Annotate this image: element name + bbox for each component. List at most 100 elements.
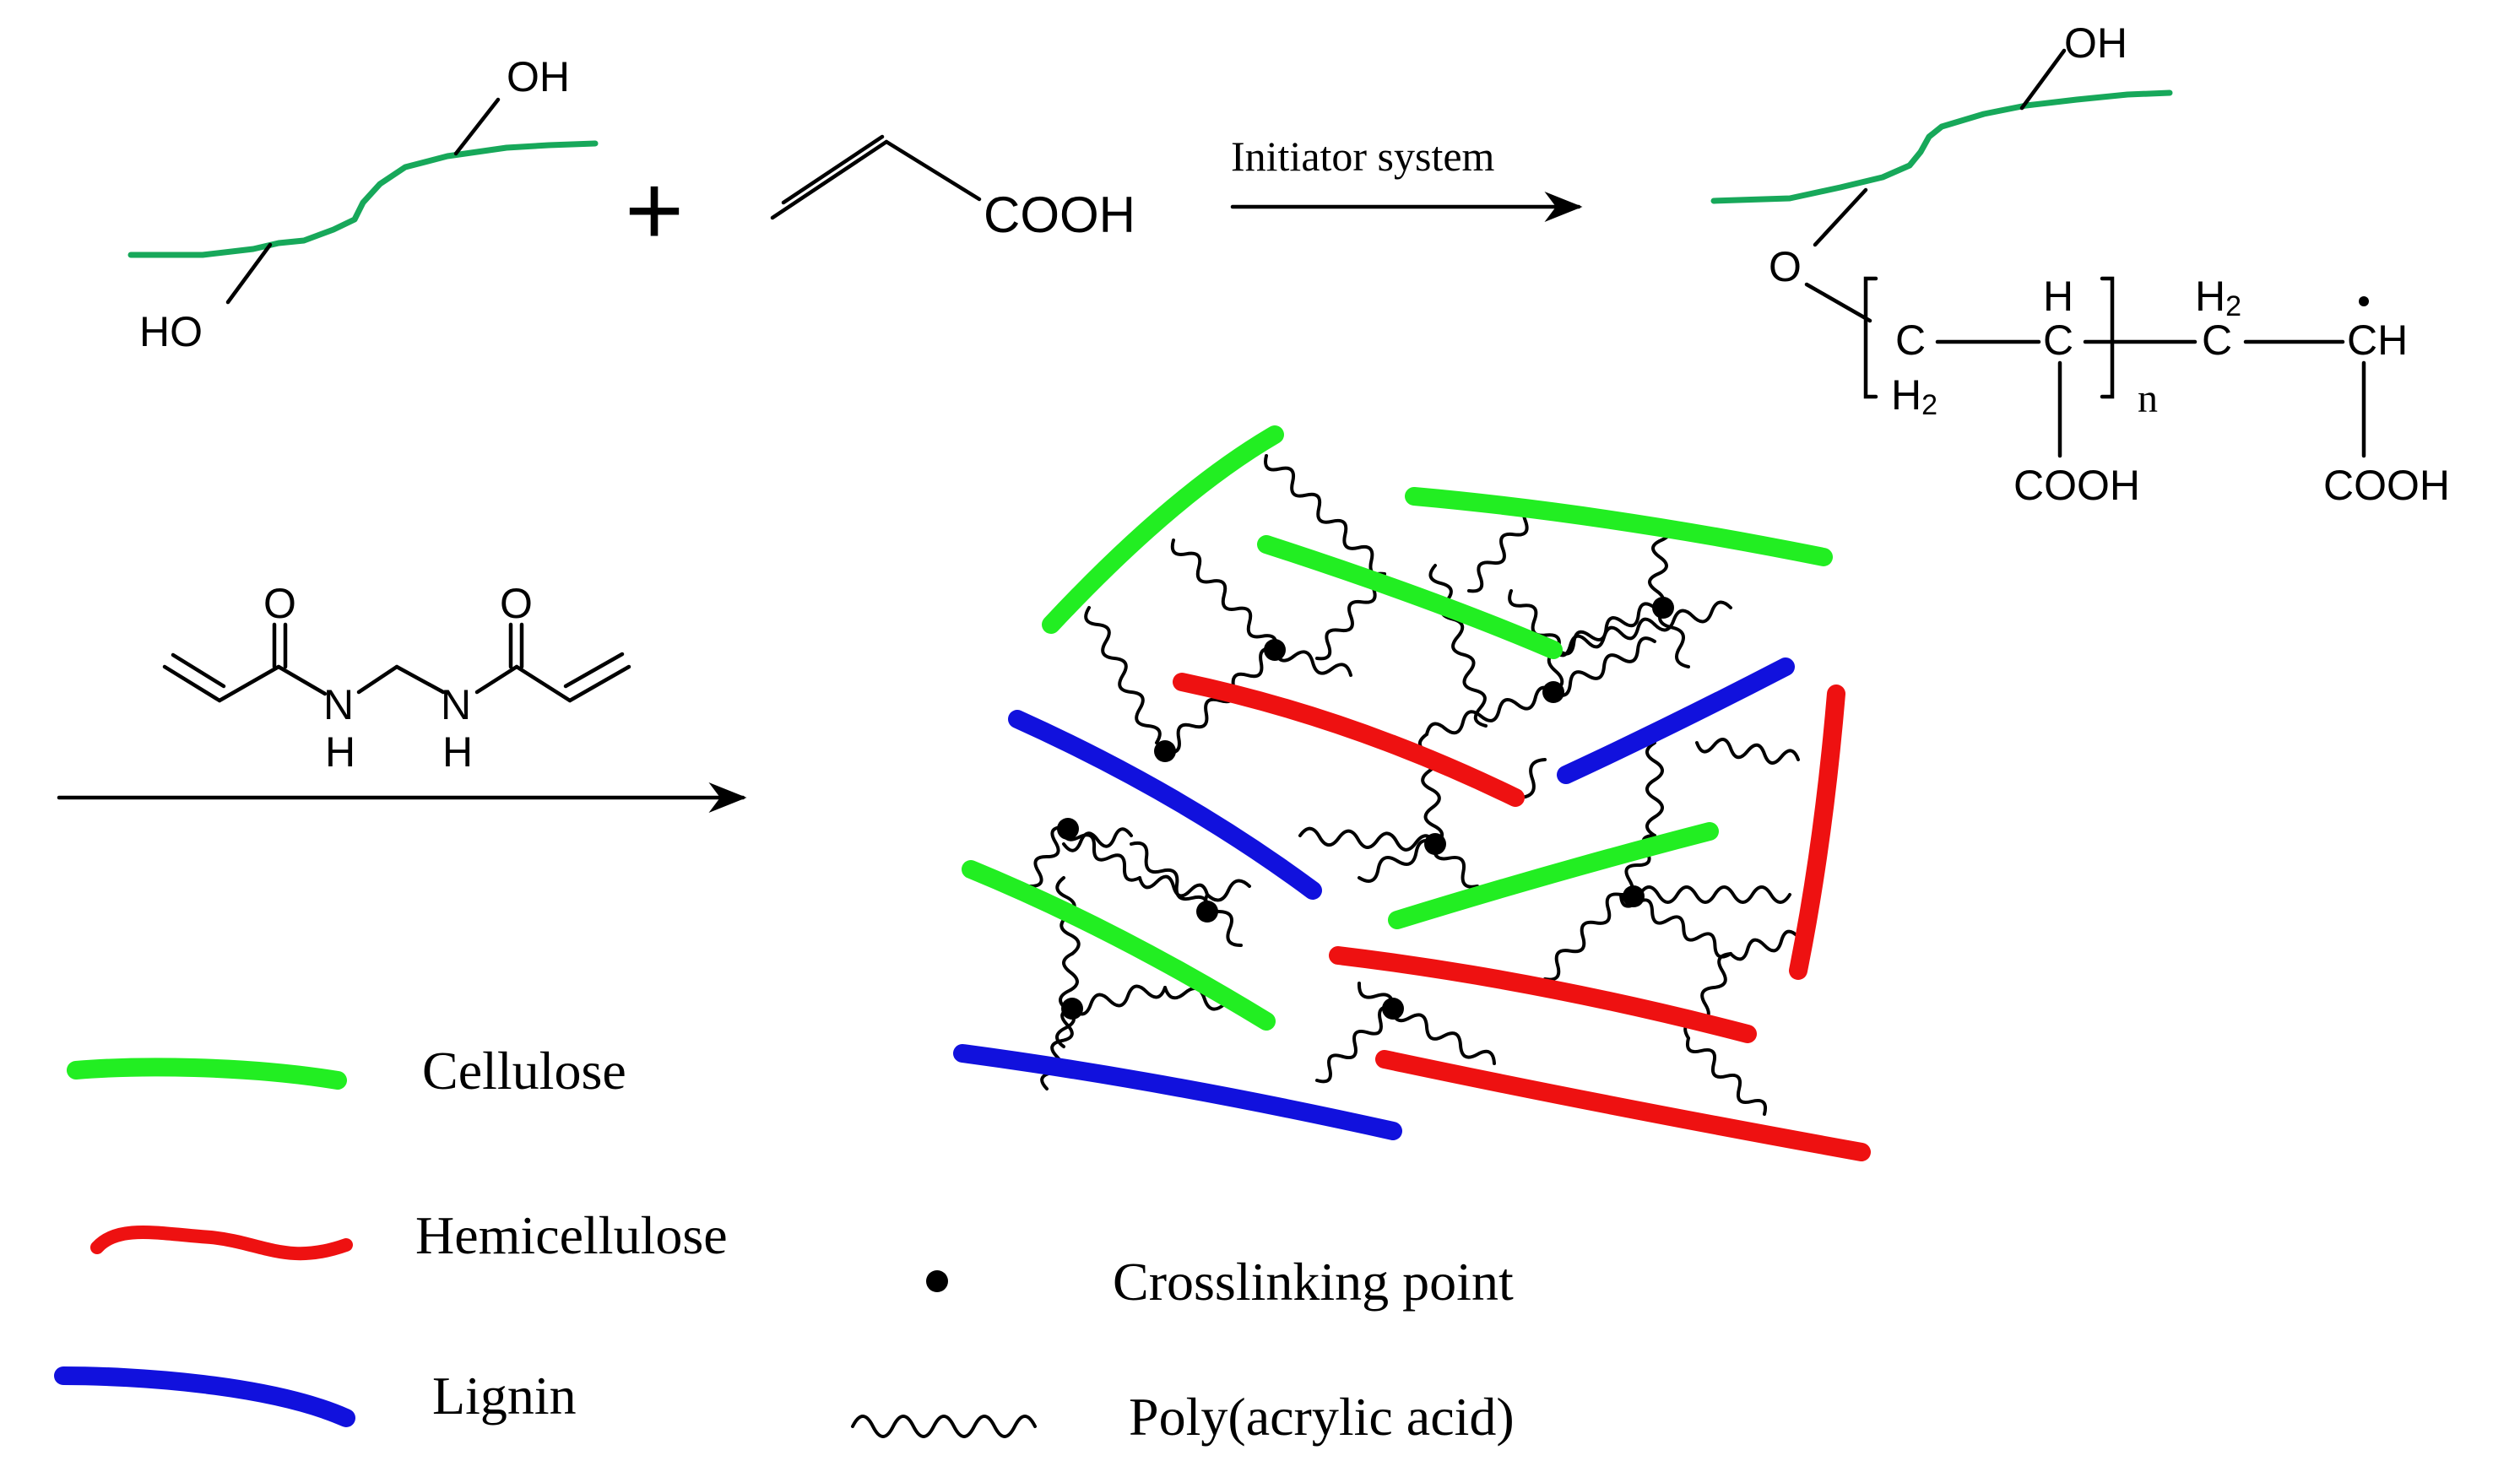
cellulose-chain-product	[1710, 89, 2173, 204]
c1-h2-label: H2	[1891, 371, 1937, 421]
lignin-fiber	[1557, 657, 1795, 784]
mba-vinyl-right-inner	[563, 652, 625, 689]
mba-bond-l3	[356, 664, 399, 695]
ho-bottom-label: HO	[139, 308, 203, 355]
c3-h-glyph: H	[2195, 273, 2225, 320]
lignin-fiber	[953, 1044, 1402, 1140]
legend-hemicellulose-swatch	[90, 1226, 353, 1261]
cellulose-fiber	[1388, 822, 1719, 929]
paa-chain	[1061, 825, 1141, 882]
c1-h-glyph: H	[1891, 371, 1921, 419]
crosslinking-point	[1061, 998, 1083, 1020]
repeat-bracket-right	[2100, 276, 2115, 399]
paa-chain	[1518, 758, 1547, 799]
paa-chain	[1508, 589, 1561, 652]
legend-cellulose-label: Cellulose	[422, 1041, 626, 1101]
legend-lignin-label: Lignin	[432, 1366, 577, 1426]
hemicellulose-fiber	[1173, 673, 1525, 807]
cooh-right-label: COOH	[2323, 462, 2450, 509]
paa-chain	[1552, 617, 1656, 657]
paa-chain	[1315, 1005, 1395, 1084]
hydrogel-network	[953, 425, 1871, 1161]
paa-chain	[1552, 636, 1656, 697]
crosslinking-point	[1196, 901, 1218, 923]
paa-chain	[1556, 602, 1656, 656]
paa-chain	[1163, 647, 1276, 755]
paa-chain	[1619, 885, 1791, 904]
paa-chain	[1028, 825, 1065, 889]
paa-chain	[1358, 839, 1437, 883]
acid-bond	[884, 139, 982, 202]
crosslinking-point	[1382, 998, 1404, 1020]
mba-vinyl-right-outer	[567, 664, 631, 703]
crosslinking-point	[1652, 597, 1674, 619]
cellulose-fiber	[1257, 535, 1563, 659]
mba-h-left-label: H	[325, 728, 355, 776]
paa-chain	[1428, 564, 1488, 728]
paa-chain	[1070, 984, 1167, 1016]
mba-bond-r1	[474, 664, 519, 695]
crosslinking-points	[1057, 597, 1674, 1020]
paa-chain	[1055, 952, 1079, 1048]
paa-chain	[1658, 606, 1690, 668]
mba-n-right-label: N	[441, 681, 471, 728]
mba-bond-ch2	[394, 664, 446, 695]
cellulose-chain-strand	[127, 140, 599, 258]
c1-label: C	[1895, 317, 1926, 364]
crosslinker-structure: O N H N H O	[162, 580, 631, 776]
biomass-fibers	[953, 425, 1871, 1161]
paa-chain	[1685, 1036, 1768, 1116]
paa-chain	[1084, 606, 1162, 744]
ether-bond-up	[1813, 187, 1868, 247]
paa-chain	[1648, 522, 1672, 609]
c2-label: C	[2043, 317, 2073, 364]
cellulose-fiber	[1042, 425, 1284, 634]
oh-top-bond	[453, 97, 501, 156]
cellulose-fiber	[1405, 487, 1833, 566]
legend-cellulose-swatch	[67, 1058, 347, 1090]
paa-chain	[1130, 841, 1210, 913]
hemicellulose-fiber	[1375, 1050, 1871, 1161]
vinyl-bond-inner	[781, 134, 885, 205]
paa-chain	[1206, 879, 1251, 902]
c3-h2-label: H2	[2195, 273, 2241, 322]
vinyl-bond-outer	[770, 139, 889, 220]
crosslinking-point	[1057, 818, 1079, 840]
hemicellulose-fiber	[1329, 946, 1757, 1043]
c3-subscript-2: 2	[2225, 290, 2241, 322]
mba-o-left-label: O	[263, 580, 296, 627]
paa-chain	[1170, 538, 1278, 652]
cellulose-fiber	[962, 860, 1276, 1031]
acrylic-acid-structure: COOH	[770, 134, 1135, 243]
paa-chain	[1298, 826, 1437, 852]
legend-hemicellulose-label: Hemicellulose	[415, 1205, 728, 1265]
oh-top-label: OH	[507, 53, 570, 100]
legend: Cellulose Hemicellulose Lignin Crosslink…	[54, 1041, 1515, 1447]
paa-chain	[1653, 600, 1732, 632]
paa-chain	[1695, 738, 1800, 765]
mba-bond-l2	[276, 664, 328, 696]
c4-radical-label: CH	[2347, 317, 2408, 364]
legend-crosslinking-label: Crosslinking point	[1113, 1252, 1514, 1312]
mba-vinyl-left-inner	[171, 652, 226, 689]
acrylic-acid-cooh-label: COOH	[984, 187, 1135, 243]
crosslinking-point	[1154, 740, 1176, 762]
legend-paa-swatch	[851, 1415, 1037, 1438]
paa-chain	[1467, 504, 1538, 593]
paa-chain	[1273, 648, 1352, 677]
repeat-n-label: n	[2138, 376, 2158, 421]
mba-h-right-label: H	[442, 728, 473, 776]
crosslinking-point	[1623, 885, 1645, 907]
legend-paa-label: Poly(acrylic acid)	[1129, 1387, 1515, 1447]
paa-chain	[1543, 892, 1623, 982]
initiator-label: Initiator system	[1231, 133, 1495, 180]
c3-label: C	[2202, 317, 2232, 364]
plus-sign: +	[625, 154, 684, 267]
paa-chain	[1062, 827, 1133, 852]
paa-chain	[1264, 454, 1386, 576]
c1-subscript-2: 2	[1921, 389, 1937, 421]
product-oh-label: OH	[2064, 19, 2127, 67]
paa-chain	[1433, 842, 1479, 889]
cellulose-chain-reactant: OH HO	[127, 53, 599, 355]
